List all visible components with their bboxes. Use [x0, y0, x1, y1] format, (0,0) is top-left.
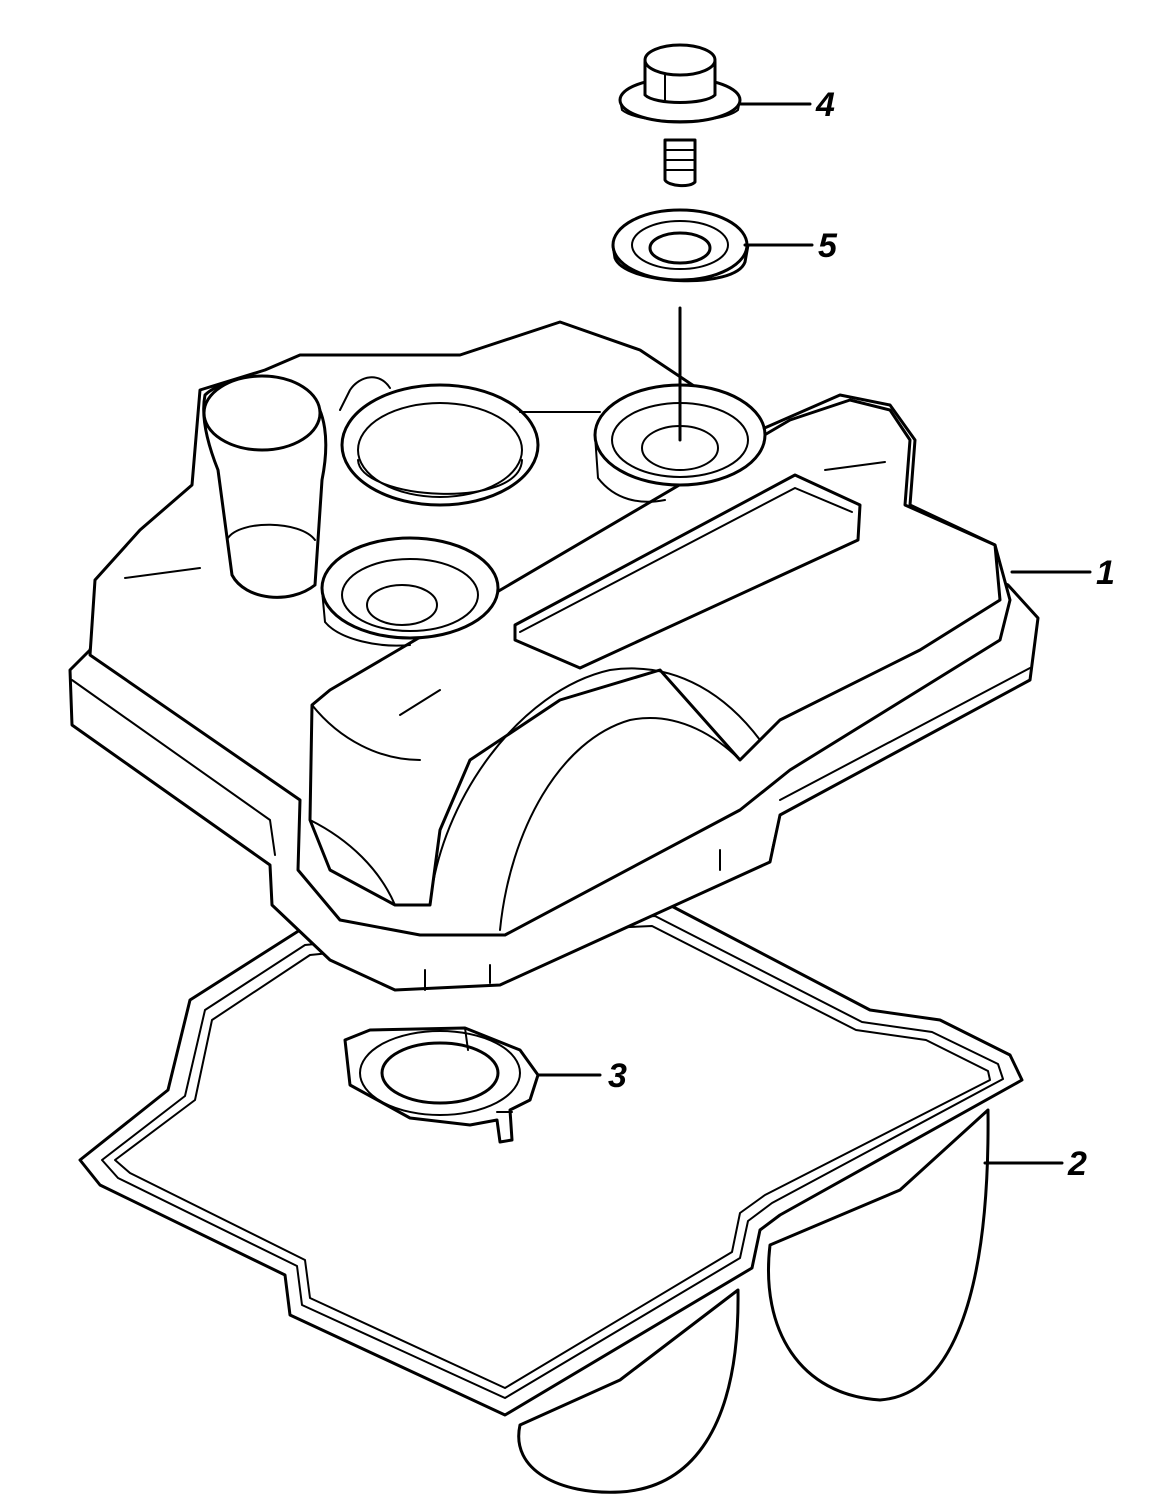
seal-outer-ring: [359, 1030, 521, 1116]
cover-surface-mark-2: [824, 461, 886, 471]
callout-label-2: 2: [1067, 1145, 1087, 1183]
cover-large-port-bridge: [339, 376, 601, 413]
cover-surface-mark-3: [424, 849, 721, 991]
callout-leaders: [536, 102, 1092, 1165]
gasket-lower-bulge-right: [767, 1108, 990, 1402]
seal-part-3: [343, 1026, 540, 1144]
cover-breather-tube-ring: [227, 523, 316, 541]
cover-lower-port-hole: [366, 584, 438, 626]
cylinder-head-cover-part-1: [68, 320, 1040, 992]
callout-label-5: 5: [818, 227, 838, 265]
cover-large-port-inner: [357, 402, 523, 498]
callout-label-3: 3: [608, 1057, 627, 1095]
gasket-inner-edge-2: [114, 925, 991, 1389]
bolt-flange-rim: [619, 99, 741, 123]
cover-ridge-fold: [309, 819, 396, 906]
cover-lower-port-rim: [320, 536, 500, 640]
cover-ridge-arc-inner: [499, 717, 741, 931]
washer-part-5: [611, 208, 750, 283]
washer-middle: [631, 220, 729, 270]
callout-labels: 4 5 1 3 2: [608, 86, 1115, 1183]
seal-tab: [464, 1027, 513, 1113]
cover-nameplate: [513, 473, 862, 670]
gasket-lower-bulge-left: [517, 1288, 740, 1494]
cover-lower-port-side: [321, 589, 411, 647]
bolt-head-top: [643, 43, 717, 77]
cover-nameplate-edge: [519, 487, 853, 633]
cover-ridge-arc-outer: [429, 667, 761, 906]
bolt-threads: [664, 149, 696, 171]
washer-hole: [648, 231, 712, 265]
cover-flange-right-edge: [771, 667, 1031, 851]
gasket-part-2: [78, 898, 1024, 1494]
bolt-part-4: [618, 43, 742, 188]
cover-bolt-boss-side: [594, 434, 666, 503]
seal-inner-ring: [380, 1041, 500, 1105]
cover-surface-mark-1: [124, 567, 201, 579]
cover-large-port-depth: [357, 459, 523, 495]
callout-label-1: 1: [1096, 554, 1115, 592]
cover-breather-tube-top: [202, 374, 322, 452]
bolt-shank: [663, 138, 697, 188]
cover-flange-top-edge: [71, 679, 276, 856]
cover-large-port-rim: [340, 383, 540, 507]
cover-ridge-side-line: [311, 689, 441, 761]
cover-lower-port-inner: [341, 558, 479, 632]
callout-label-4: 4: [815, 86, 835, 124]
